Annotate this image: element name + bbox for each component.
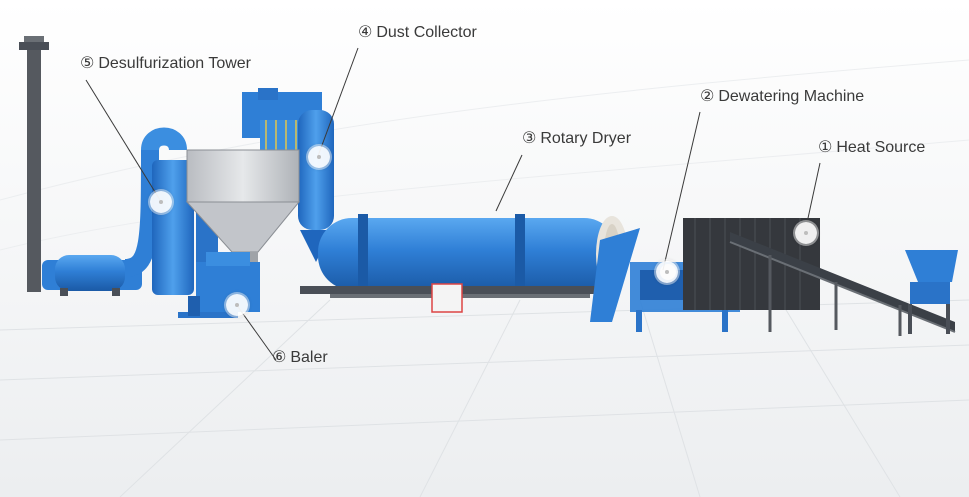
leader-rotary-dryer (495, 154, 523, 212)
marker-heat-source[interactable] (795, 222, 817, 244)
inclined-conveyor (729, 232, 958, 336)
leader-heat-source (804, 162, 821, 233)
label-number: ① (818, 139, 833, 156)
marker-desulfurization-tower[interactable] (150, 191, 172, 213)
label-text: Heat Source (836, 139, 926, 156)
marker-baler[interactable] (226, 294, 248, 316)
marker-dust-collector[interactable] (308, 146, 330, 168)
label-text: Dewatering Machine (718, 88, 865, 105)
leader-dust-collector (317, 47, 359, 157)
leader-dewatering-machine (662, 111, 701, 271)
label-number: ③ (522, 130, 537, 147)
label-number: ② (700, 88, 715, 105)
label-text: Baler (290, 349, 328, 366)
label-number: ④ (358, 24, 373, 41)
leader-desulfurization-tower (85, 79, 161, 201)
chimney (19, 36, 49, 292)
label-text: Desulfurization Tower (98, 55, 252, 72)
label-text: Rotary Dryer (540, 130, 632, 147)
rotary-dryer (300, 214, 628, 313)
marker-dewatering-machine[interactable] (656, 261, 678, 283)
label-text: Dust Collector (376, 24, 477, 41)
label-number: ⑤ (80, 55, 95, 72)
label-number: ⑥ (272, 349, 287, 366)
floor-grid-lines (0, 59, 969, 497)
